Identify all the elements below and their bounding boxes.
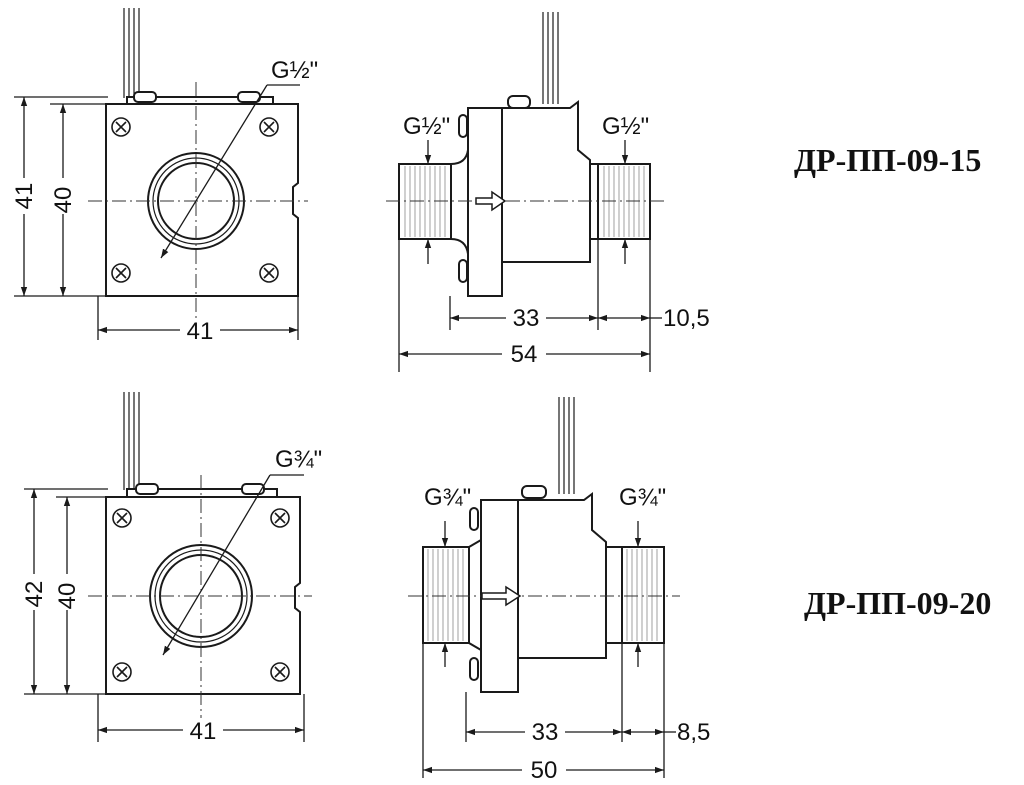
leader-line xyxy=(162,474,271,656)
tab xyxy=(469,657,479,681)
thread-hatch xyxy=(427,549,658,641)
model-title-15: ДР-ПП-09-15 xyxy=(794,142,981,178)
screw-icon xyxy=(112,662,132,682)
height-inner-label: 40 xyxy=(50,187,77,214)
length-total-label: 50 xyxy=(531,757,558,784)
tab xyxy=(469,507,479,531)
front-thread-label: G½" xyxy=(271,57,318,84)
thread-right-label: G½" xyxy=(602,113,649,140)
flow-arrow-icon xyxy=(481,585,522,607)
sensor-body xyxy=(517,492,607,659)
tab xyxy=(458,259,468,283)
clip xyxy=(135,483,159,495)
thread-left-label: G¾" xyxy=(424,484,471,511)
cable xyxy=(123,8,140,98)
thread-right-label: G¾" xyxy=(619,484,666,511)
width-label: 41 xyxy=(187,318,214,345)
length-end-label: 10,5 xyxy=(663,305,710,332)
screw-icon xyxy=(111,117,131,137)
screw-icon xyxy=(270,508,290,528)
clip xyxy=(133,91,157,103)
screw-icon xyxy=(259,263,279,283)
thread-left xyxy=(422,546,470,644)
clip xyxy=(241,483,265,495)
front-view-15: G½" 41 40 41 xyxy=(11,8,318,345)
cable xyxy=(123,392,140,490)
length-body-label: 33 xyxy=(532,719,559,746)
sensor-body xyxy=(501,100,591,263)
screw-icon xyxy=(270,662,290,682)
screw-icon xyxy=(111,263,131,283)
thread-left-label: G½" xyxy=(403,113,450,140)
screw-icon xyxy=(112,508,132,528)
cable xyxy=(558,397,575,494)
width-label: 41 xyxy=(190,718,217,745)
model-title-20: ДР-ПП-09-20 xyxy=(804,585,991,621)
front-thread-label: G¾" xyxy=(275,446,322,473)
clip xyxy=(521,485,547,499)
leader-line xyxy=(160,84,268,259)
tab xyxy=(458,114,468,138)
length-body-label: 33 xyxy=(513,305,540,332)
cable xyxy=(542,12,559,104)
height-outer-label: 42 xyxy=(21,581,48,608)
housing xyxy=(105,103,299,297)
side-view-15: G½" G½" 33 10,5 54 xyxy=(386,12,710,372)
length-total-label: 54 xyxy=(511,341,538,368)
thread-right xyxy=(621,546,665,644)
height-inner-label: 40 xyxy=(54,583,81,610)
flow-arrow-icon xyxy=(475,190,507,212)
screw-icon xyxy=(259,117,279,137)
height-outer-label: 41 xyxy=(11,183,38,210)
clip xyxy=(237,91,261,103)
length-end-label: 8,5 xyxy=(677,719,710,746)
side-view-20: G¾" G¾" 33 8,5 50 xyxy=(408,397,710,784)
front-view-20: G¾" 42 40 41 xyxy=(20,392,322,745)
clip xyxy=(507,95,531,109)
